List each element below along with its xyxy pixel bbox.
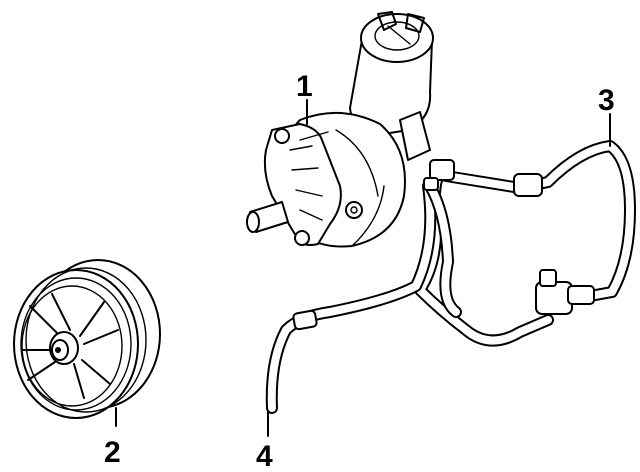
return-hose[interactable] — [265, 177, 462, 414]
callout-3: 3 — [598, 84, 615, 117]
callout-2: 2 — [104, 436, 121, 469]
leader-lines — [115, 99, 611, 437]
pump-pulley[interactable] — [13, 259, 161, 419]
callout-4: 4 — [256, 440, 273, 472]
power-steering-pump[interactable] — [246, 11, 434, 248]
callout-1: 1 — [296, 70, 313, 103]
